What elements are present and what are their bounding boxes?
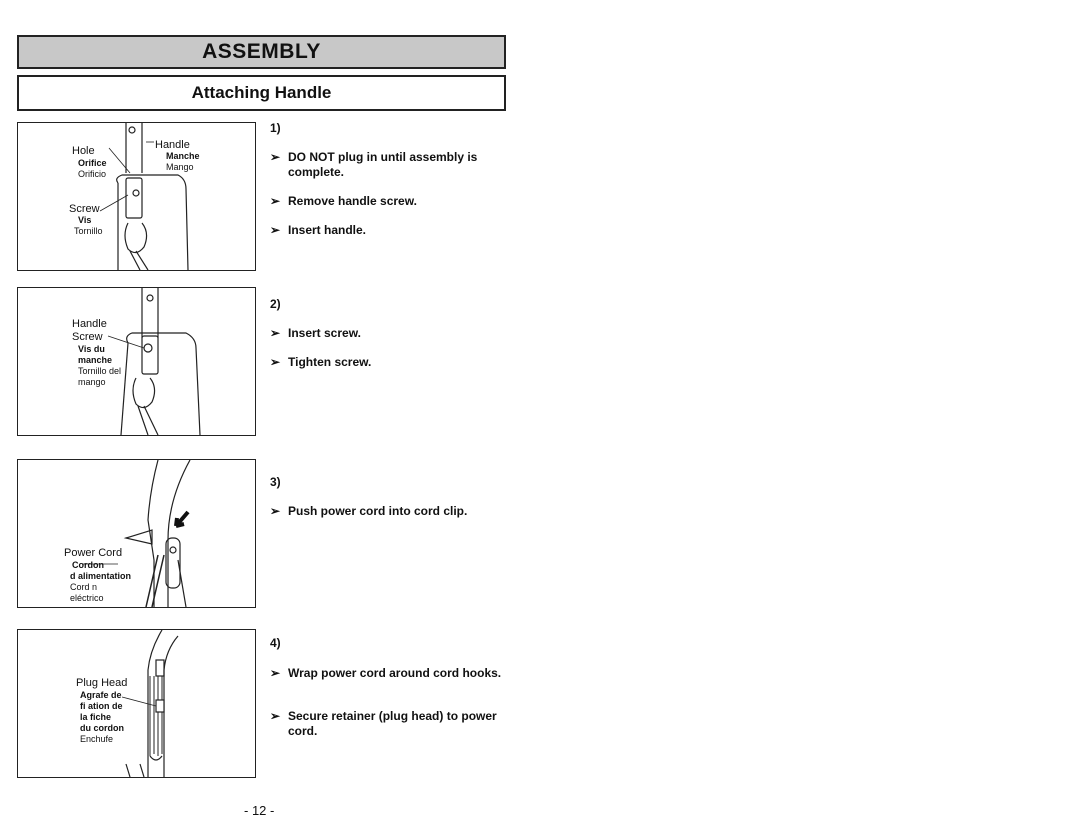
manche-label: manche xyxy=(78,355,113,365)
arrow-bullet-icon: ➢ xyxy=(270,223,281,237)
la-fiche-label: la fiche xyxy=(80,712,112,722)
subsection-header: Attaching Handle xyxy=(17,75,506,111)
step-number: 1) xyxy=(270,121,281,135)
orifice-label: Orifice xyxy=(78,158,107,168)
mango-label: mango xyxy=(78,377,106,387)
vacuum-handle-illustration-1 xyxy=(99,123,189,270)
bullet-text: DO NOT plug in until assembly is complet… xyxy=(288,150,478,179)
figure-2: Handle Screw Vis du manche Tornillo del … xyxy=(17,287,256,436)
step-bullet: ➢ Insert screw. xyxy=(270,326,361,341)
cordon-es-label: Cord n xyxy=(70,582,98,592)
mango-label: Mango xyxy=(166,162,194,172)
step-2: 2) ➢ Insert screw. ➢ Tighten screw. xyxy=(270,297,510,377)
step-number: 2) xyxy=(270,297,281,311)
enchufe-label: Enchufe xyxy=(80,734,114,744)
step-bullet: ➢ DO NOT plug in until assembly is compl… xyxy=(270,150,510,180)
arrow-bullet-icon: ➢ xyxy=(270,504,281,518)
page-number: - 12 - xyxy=(244,803,275,818)
step-3: 3) ➢ Push power cord into cord clip. xyxy=(270,475,510,525)
arrow-bullet-icon: ➢ xyxy=(270,150,281,164)
cordon-label: Cordon xyxy=(72,560,104,570)
tornillo-del-label: Tornillo del xyxy=(78,366,122,376)
arrow-bullet-icon: ➢ xyxy=(270,326,281,340)
handle-label: Handle xyxy=(72,318,107,330)
electrico-label: eléctrico xyxy=(70,593,104,603)
vis-du-label: Vis du xyxy=(78,344,105,354)
power-cord-label: Power Cord xyxy=(64,547,123,559)
section-banner: ASSEMBLY xyxy=(17,35,506,69)
step-bullet: ➢ Secure retainer (plug head) to power c… xyxy=(270,709,510,739)
plug-head-label: Plug Head xyxy=(76,677,128,689)
agrafe-de-label: Agrafe de xyxy=(80,690,122,700)
vacuum-cord-wrap-illustration xyxy=(121,630,179,777)
arrow-bullet-icon: ➢ xyxy=(270,666,281,680)
handle-label: Handle xyxy=(155,139,190,151)
step-bullet: ➢ Wrap power cord around cord hooks. xyxy=(270,666,501,681)
step-number: 3) xyxy=(270,475,281,489)
screw-label: Screw xyxy=(69,203,100,215)
figure-1: Hole Orifice Orificio Handle Manche Mang… xyxy=(17,122,256,271)
fixation-de-label: fi ation de xyxy=(80,701,123,711)
step-number: 4) xyxy=(270,636,281,650)
bullet-text: Insert screw. xyxy=(288,326,361,340)
arrow-bullet-icon: ➢ xyxy=(270,709,281,723)
vacuum-handle-illustration-2 xyxy=(107,288,201,435)
bullet-text: Insert handle. xyxy=(288,223,367,237)
step-1: 1) ➢ DO NOT plug in until assembly is co… xyxy=(270,121,510,251)
tornillo-label: Tornillo xyxy=(74,226,103,236)
du-cordon-label: du cordon xyxy=(80,723,124,733)
figure-3: Power Cord Cordon d alimentation Cord n … xyxy=(17,459,256,608)
step-bullet: ➢ Remove handle screw. xyxy=(270,194,417,209)
hole-label: Hole xyxy=(72,145,95,157)
bullet-text: Tighten screw. xyxy=(288,355,372,369)
bullet-text: Wrap power cord around cord hooks. xyxy=(288,666,502,680)
vacuum-cord-clip-illustration xyxy=(82,460,191,607)
screw-label: Screw xyxy=(72,331,103,343)
bullet-text: Remove handle screw. xyxy=(288,194,417,208)
section-title: ASSEMBLY xyxy=(202,40,321,63)
subsection-title: Attaching Handle xyxy=(191,83,332,102)
arrow-bullet-icon: ➢ xyxy=(270,194,281,208)
step-bullet: ➢ Push power cord into cord clip. xyxy=(270,504,467,519)
manche-label: Manche xyxy=(166,151,200,161)
orificio-label: Orificio xyxy=(78,169,107,179)
figure-4: Plug Head Agrafe de fi ation de la fiche… xyxy=(17,629,256,778)
arrow-bullet-icon: ➢ xyxy=(270,355,281,369)
step-4: 4) ➢ Wrap power cord around cord hooks. … xyxy=(270,636,510,746)
bullet-text: Push power cord into cord clip. xyxy=(288,504,468,518)
dalimentation-label: d alimentation xyxy=(70,571,132,581)
vis-label: Vis xyxy=(78,215,92,225)
bullet-text: Secure retainer (plug head) to power cor… xyxy=(288,709,497,738)
step-bullet: ➢ Insert handle. xyxy=(270,223,366,238)
step-bullet: ➢ Tighten screw. xyxy=(270,355,371,370)
